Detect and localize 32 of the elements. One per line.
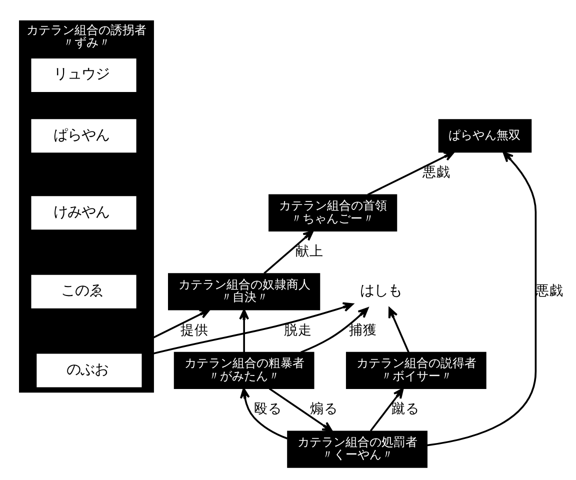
node-box: のぶお xyxy=(36,353,142,387)
edge-label: 献上 xyxy=(296,242,324,259)
arrow xyxy=(268,387,333,432)
node-box: リュウジ xyxy=(31,58,136,92)
node-box: カテラン組合の処罰者 〃くーやん〃 xyxy=(287,430,428,468)
arrow xyxy=(153,308,210,338)
node-box: このゑ xyxy=(31,274,136,308)
arrow xyxy=(153,302,354,354)
arrow xyxy=(388,306,410,352)
edge-label: 悪戯 xyxy=(536,282,564,298)
node-box: けみやん xyxy=(31,196,136,230)
node-box: カテラン組合の粗暴者 〃がみたん〃 xyxy=(174,351,314,389)
edge-label: 脱走 xyxy=(284,322,312,338)
node-box: カテラン組合の奴隷商人 〃自決〃 xyxy=(168,272,320,310)
arrow xyxy=(240,387,288,439)
node-text: はしも xyxy=(360,282,402,299)
node-box: ぱらやん無双 xyxy=(438,118,532,152)
node-box: カテラン組合の説得者 〃ボイサー〃 xyxy=(346,351,486,389)
arrow xyxy=(239,308,250,352)
arrow xyxy=(426,150,537,446)
arrow xyxy=(367,150,454,196)
edge-label: 捕獲 xyxy=(349,322,378,338)
arrow xyxy=(300,306,369,353)
edge-label: 殴る xyxy=(254,400,282,417)
edge-label: 煽る xyxy=(310,400,338,417)
arrow xyxy=(264,230,314,274)
edge-label: 悪戯 xyxy=(422,164,450,180)
node-box: カテラン組合の首領 〃ちゃんごー〃 xyxy=(268,194,398,231)
edge-label: 蹴る xyxy=(392,400,420,417)
node-box: ぱらやん xyxy=(31,118,136,152)
arrow xyxy=(370,387,404,431)
edge-label: 提供 xyxy=(180,322,209,338)
